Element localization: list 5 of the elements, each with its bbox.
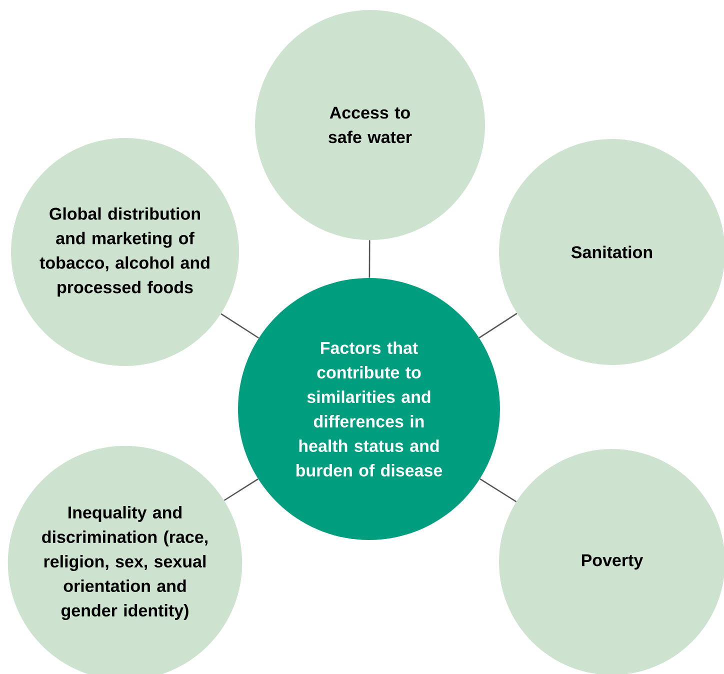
connector-line: [368, 240, 370, 278]
connector-line: [224, 478, 258, 501]
connector-line: [478, 312, 518, 338]
connector-line: [480, 478, 517, 502]
connector-line: [220, 313, 260, 339]
